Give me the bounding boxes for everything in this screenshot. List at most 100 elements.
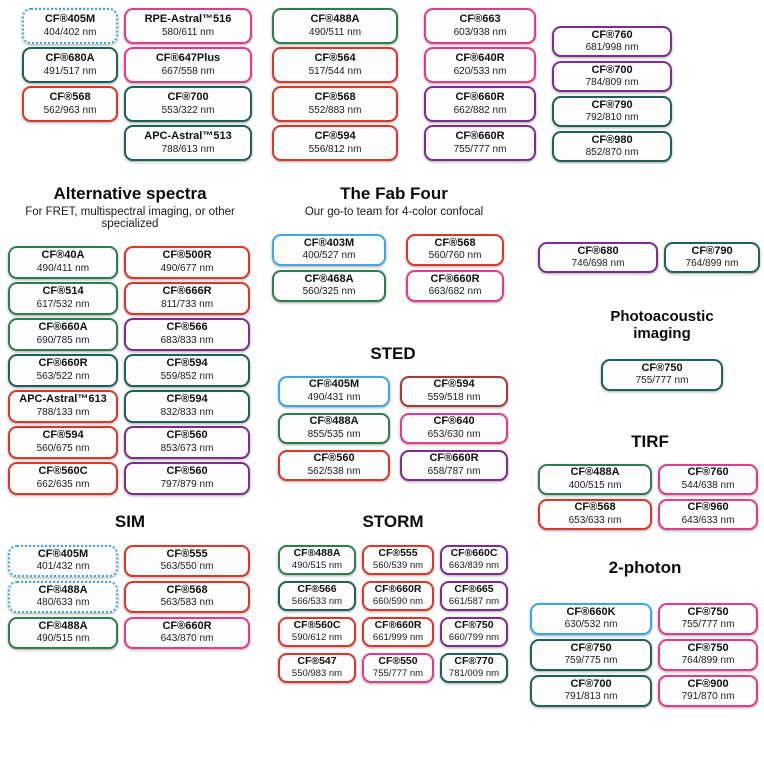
dye-name: CF®660R [430, 272, 480, 285]
dye-wavelengths: 490/431 nm [307, 391, 361, 403]
two-photon-heading: 2-photon [608, 558, 682, 577]
dye-wavelengths: 603/938 nm [453, 26, 507, 38]
dye-name: RPE-Astral™516 [144, 13, 232, 26]
dye-wavelengths: 690/785 nm [36, 334, 90, 346]
fab-four-heading: The Fab Four [340, 184, 448, 203]
dye-wavelengths: 566/533 nm [291, 596, 343, 608]
dye-name: CF®980 [591, 133, 633, 146]
dye-name: CF®660R [429, 452, 479, 465]
dye-wavelengths: 517/544 nm [308, 65, 362, 77]
dye-wavelengths: 560/675 nm [36, 442, 90, 454]
dye-wavelengths: 563/583 nm [160, 597, 214, 609]
dye-name: CF®647Plus [155, 52, 221, 65]
dye-name: CF®750 [687, 605, 729, 618]
dye-name: CF®488A [38, 583, 88, 596]
dye-wavelengths: 620/533 nm [453, 65, 507, 77]
dye-name: CF®660C [450, 547, 498, 560]
dye-name: CF®500R [162, 249, 212, 262]
dye-wavelengths: 556/812 nm [308, 143, 362, 155]
dye-wavelengths: 580/611 nm [161, 26, 215, 38]
dye-wavelengths: 550/983 nm [291, 668, 343, 680]
dye-name: CF®594 [166, 393, 208, 406]
dye-name: CF®568 [314, 91, 356, 104]
fab-four-subtitle: Our go-to team for 4-color confocal [304, 205, 484, 218]
dye-name: CF®660R [162, 619, 212, 632]
dye-wavelengths: 660/590 nm [372, 596, 424, 608]
dye-wavelengths: 755/777 nm [635, 375, 689, 387]
dye-wavelengths: 791/813 nm [564, 691, 618, 703]
dye-wavelengths: 491/517 nm [43, 65, 97, 77]
dye-wavelengths: 755/777 nm [372, 668, 424, 680]
dye-wavelengths: 781/009 nm [448, 668, 500, 680]
dye-name: CF®666R [162, 285, 212, 298]
dye-wavelengths: 759/775 nm [564, 655, 618, 667]
dye-name: CF®566 [297, 583, 337, 596]
dye-name: CF®663 [459, 13, 501, 26]
dye-wavelengths: 653/633 nm [568, 514, 622, 526]
dye-wavelengths: 788/613 nm [161, 143, 215, 155]
dye-wavelengths: 490/677 nm [160, 262, 214, 274]
dye-name: CF®660R [455, 130, 505, 143]
dye-name: CF®594 [433, 378, 475, 391]
dye-name: CF®550 [378, 655, 418, 668]
dye-name: CF®660A [38, 321, 88, 334]
dye-name: CF®568 [166, 583, 208, 596]
dye-name: CF®594 [42, 429, 84, 442]
dye-name: CF®660R [374, 619, 422, 632]
dye-name: CF®760 [687, 466, 729, 479]
dye-name: CF®468A [304, 272, 354, 285]
dye-wavelengths: 663/682 nm [428, 286, 482, 298]
dye-wavelengths: 681/998 nm [585, 42, 639, 54]
dye-name: APC-Astral™613 [19, 393, 107, 406]
dye-wavelengths: 552/883 nm [308, 104, 362, 116]
dye-wavelengths: 663/839 nm [448, 560, 500, 572]
dye-name: CF®750 [687, 641, 729, 654]
dye-name: CF®568 [49, 91, 91, 104]
dye-wavelengths: 553/322 nm [161, 104, 215, 116]
dye-name: CF®660R [455, 91, 505, 104]
dye-wavelengths: 661/999 nm [372, 632, 424, 644]
